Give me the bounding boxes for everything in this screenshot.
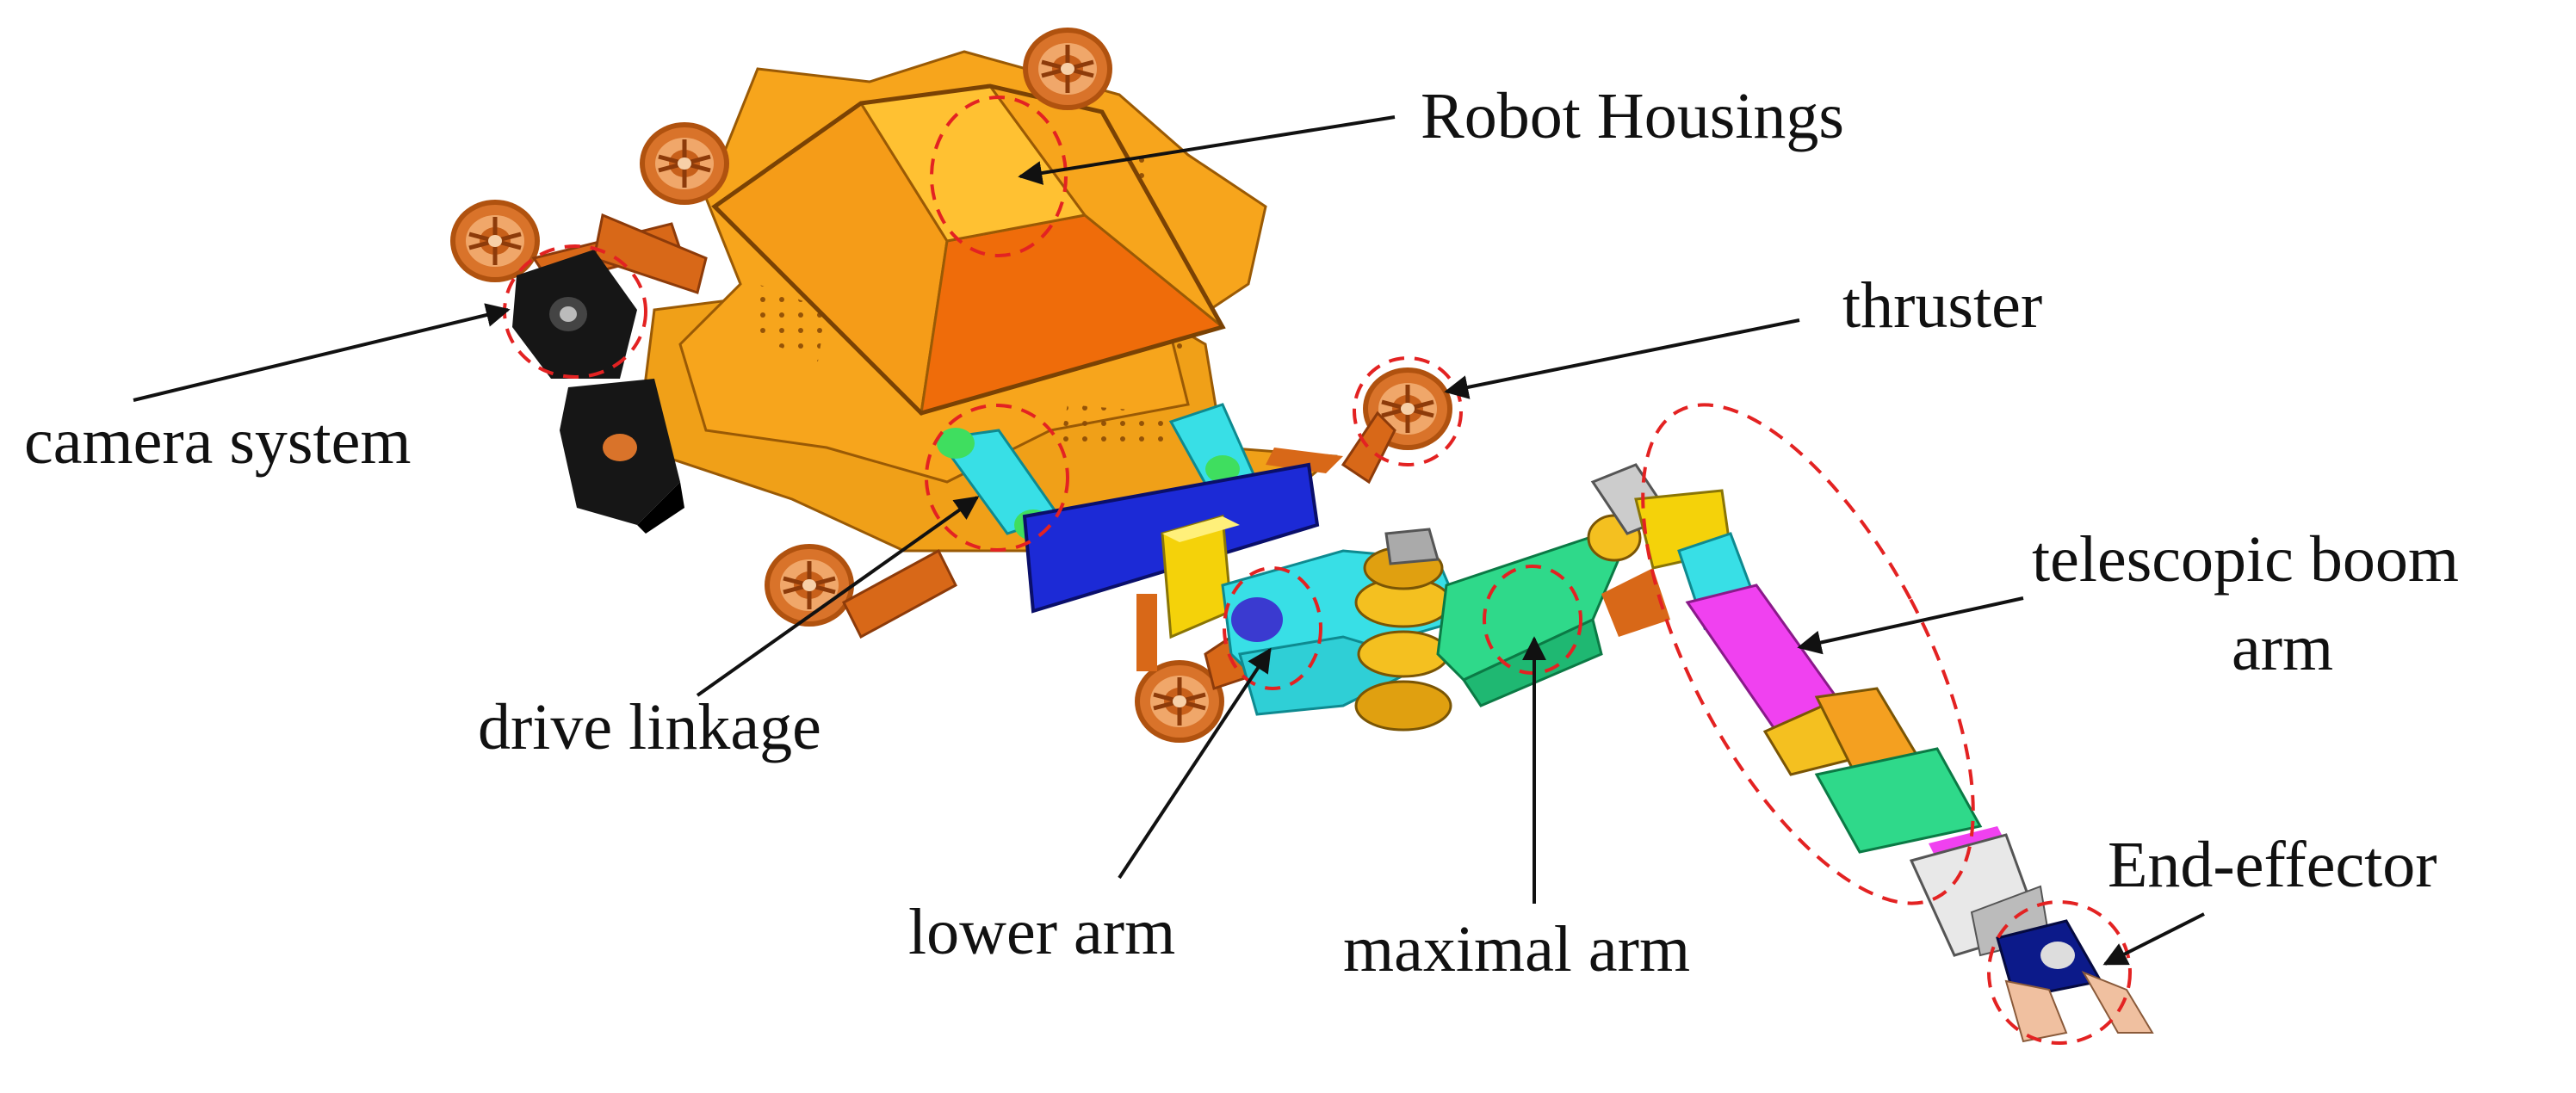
arrow-camera-system — [133, 303, 511, 402]
label-maximal-arm: maximal arm — [1343, 913, 1690, 985]
label-drive-linkage: drive linkage — [478, 691, 821, 763]
label-telescopic-boom-1: telescopic boom — [2032, 523, 2459, 596]
thruster-top-left — [640, 122, 729, 205]
base-mount — [1022, 462, 1320, 671]
arrow-lower-arm — [1118, 647, 1272, 880]
callout-housing — [930, 96, 1068, 257]
leader-lines — [133, 115, 2205, 966]
label-robot-housings: Robot Housings — [1421, 80, 1844, 152]
callout-thruster — [1353, 356, 1463, 466]
arrow-drive-linkage — [696, 496, 980, 697]
callout-lower-arm — [1223, 566, 1322, 690]
housing-rim — [711, 83, 1226, 416]
camera-system-unit — [512, 250, 684, 534]
text-labels: Robot Housings thruster camera system te… — [24, 80, 2459, 985]
label-telescopic-boom-2: arm — [2232, 612, 2333, 684]
arrow-thruster — [1444, 318, 1800, 399]
label-end-effector: End-effector — [2108, 829, 2437, 901]
thruster-top — [1023, 28, 1112, 110]
end-effector-unit — [1996, 919, 2154, 1043]
thruster-left — [450, 200, 540, 282]
label-thruster: thruster — [1842, 269, 2042, 342]
callout-boom — [1641, 403, 1975, 905]
callout-linkage — [925, 404, 1069, 552]
maximal-arm-unit — [1436, 514, 1670, 707]
arrow-end-effector — [2102, 912, 2205, 966]
arrow-telescopic-boom — [1797, 596, 2024, 655]
callout-end-effector — [1987, 900, 2132, 1045]
robot-housings — [635, 50, 1338, 553]
label-camera-system: camera system — [24, 405, 411, 478]
telescopic-boom-unit — [1590, 463, 2051, 957]
arrow-robot-housings — [1018, 115, 1396, 185]
label-lower-arm: lower arm — [908, 896, 1175, 968]
